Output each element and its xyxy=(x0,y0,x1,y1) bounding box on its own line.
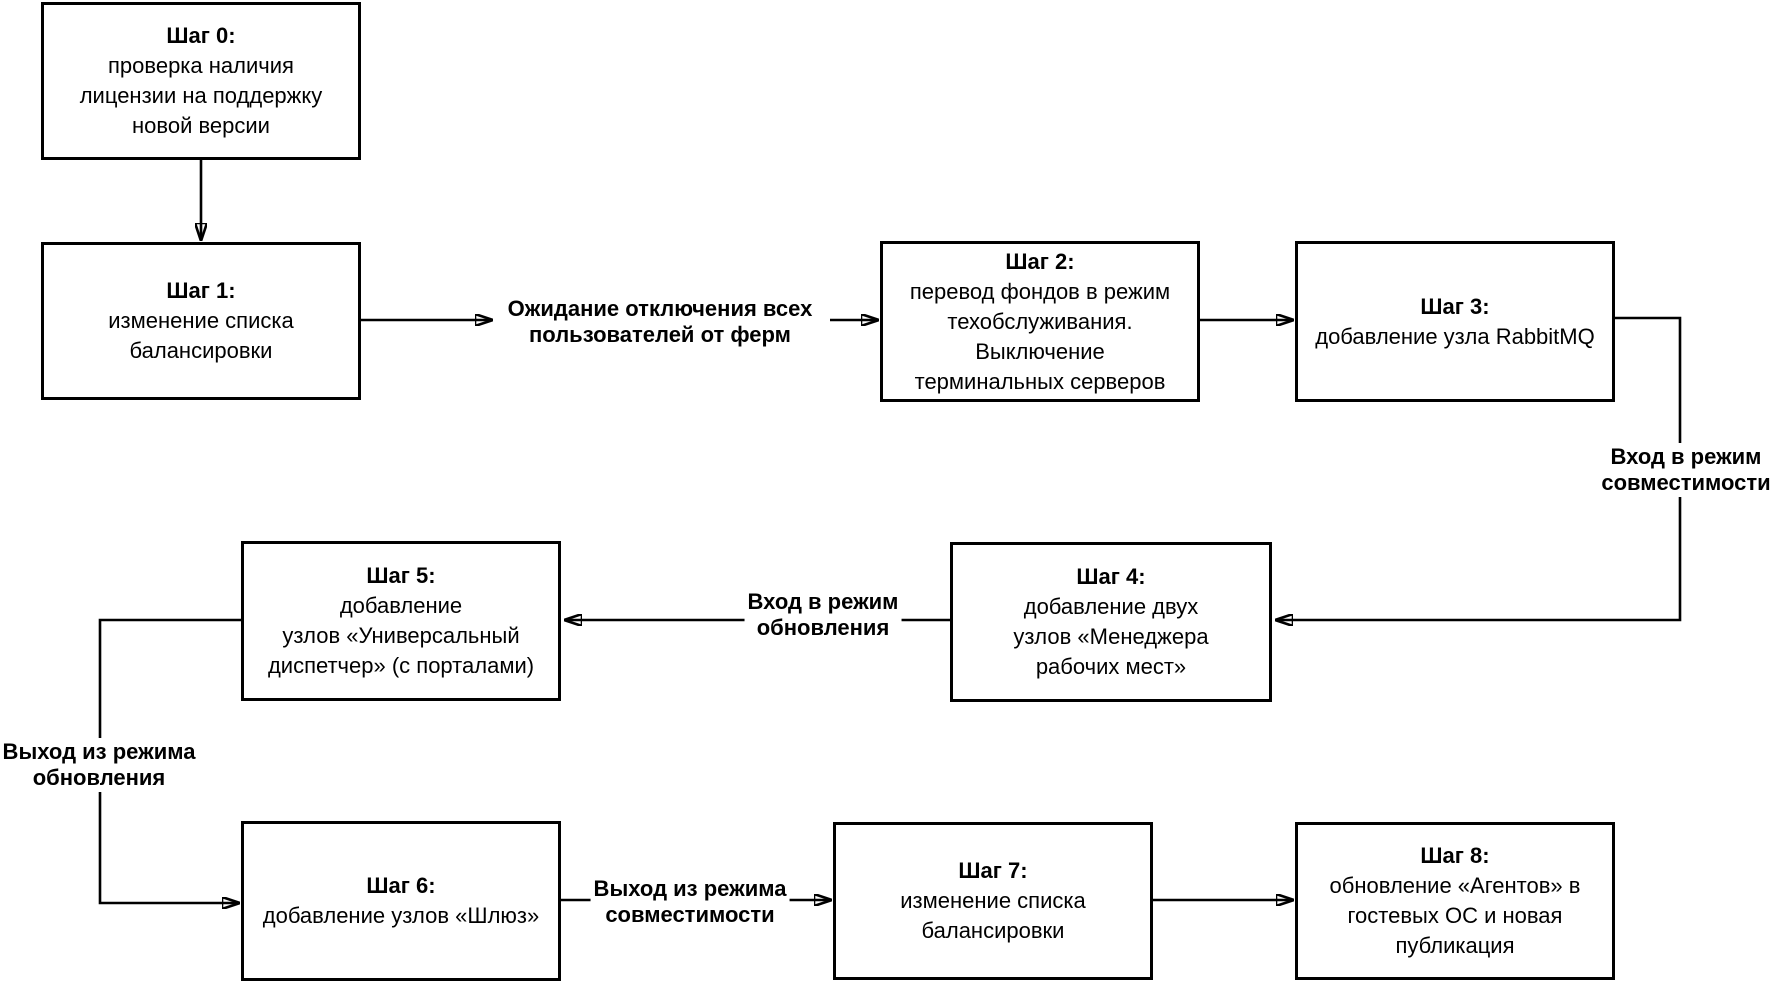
step-1-box: Шаг 1: изменение списка балансировки xyxy=(41,242,361,400)
step-6-box: Шаг 6: добавление узлов «Шлюз» xyxy=(241,821,561,981)
step-0-box: Шаг 0: проверка наличия лицензии на подд… xyxy=(41,2,361,160)
step-7-title: Шаг 7: xyxy=(958,858,1028,883)
step-7-body: изменение списка балансировки xyxy=(900,888,1086,943)
step-4-body: добавление двух узлов «Менеджера рабочих… xyxy=(1013,594,1209,679)
step-4-box: Шаг 4: добавление двух узлов «Менеджера … xyxy=(950,542,1272,702)
step-5-title: Шаг 5: xyxy=(366,563,436,588)
edge-label-exit-update: Выход из режима обновления xyxy=(0,738,199,792)
step-2-body: перевод фондов в режим техобслуживания. … xyxy=(909,278,1171,394)
step-1-title: Шаг 1: xyxy=(166,278,236,303)
step-6-title: Шаг 6: xyxy=(366,873,436,898)
edge-label-exit-compat: Выход из режима совместимости xyxy=(590,875,790,929)
step-2-title: Шаг 2: xyxy=(1005,248,1075,274)
step-0-title: Шаг 0: xyxy=(166,23,236,48)
step-3-title: Шаг 3: xyxy=(1420,293,1490,319)
step-5-body: добавление узлов «Универсальный диспетче… xyxy=(267,593,535,678)
step-0-body: проверка наличия лицензии на поддержку н… xyxy=(79,53,323,138)
edge-label-wait-users: Ожидание отключения всех пользователей о… xyxy=(504,295,816,349)
step-4-title: Шаг 4: xyxy=(1076,564,1146,589)
step-3-body: добавление узла RabbitMQ xyxy=(1315,323,1595,349)
edge-label-enter-compat: Вход в режим совместимости xyxy=(1598,443,1772,497)
step-3-box: Шаг 3: добавление узла RabbitMQ xyxy=(1295,241,1615,402)
step-7-box: Шаг 7: изменение списка балансировки xyxy=(833,822,1153,980)
step-1-body: изменение списка балансировки xyxy=(108,308,294,363)
step-8-title: Шаг 8: xyxy=(1420,843,1490,868)
step-2-box: Шаг 2: перевод фондов в режим техобслужи… xyxy=(880,241,1200,402)
step-5-box: Шаг 5: добавление узлов «Универсальный д… xyxy=(241,541,561,701)
step-8-body: обновление «Агентов» в гостевых ОС и нов… xyxy=(1329,873,1581,958)
edge-label-enter-update: Вход в режим обновления xyxy=(744,588,902,642)
step-6-body: добавление узлов «Шлюз» xyxy=(262,903,540,928)
step-8-box: Шаг 8: обновление «Агентов» в гостевых О… xyxy=(1295,822,1615,980)
